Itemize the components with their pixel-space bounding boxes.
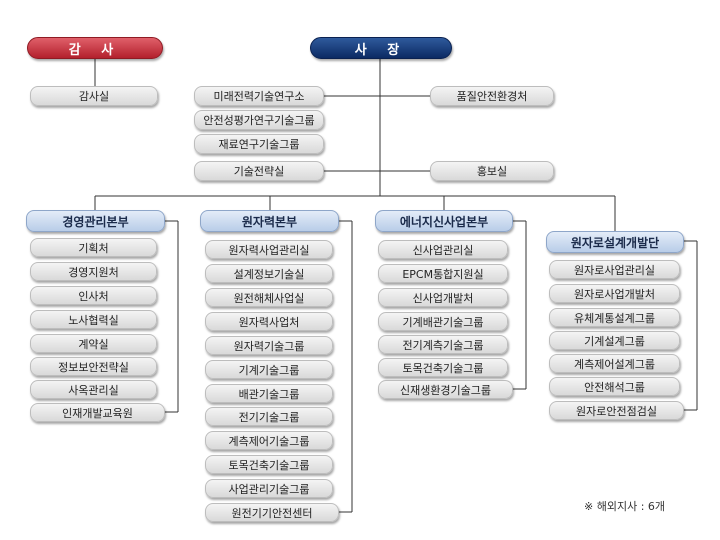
unit-box: 원자로안전점검실 <box>549 401 684 420</box>
unit-box: 신사업개발처 <box>378 288 508 307</box>
unit-box: 전기기술그룹 <box>205 407 333 426</box>
unit-box: 기획처 <box>30 238 157 257</box>
material-research-group-box: 재료연구기술그룹 <box>194 134 324 154</box>
unit-box: 인재개발교육원 <box>30 403 165 422</box>
unit-box: 안전해석그룹 <box>549 377 680 396</box>
unit-box: 원자로사업개발처 <box>549 284 680 303</box>
unit-box: 원자로사업관리실 <box>549 260 680 279</box>
unit-box: 사옥관리실 <box>30 380 157 399</box>
unit-box: EPCM통합지원실 <box>378 264 508 283</box>
unit-box: 신재생환경기술그룹 <box>378 380 513 399</box>
unit-box: 신사업관리실 <box>378 240 508 259</box>
unit-box: 배관기술그룹 <box>205 384 333 403</box>
division-header: 경영관리본부 <box>26 210 165 232</box>
auditor-box: 감 사 <box>27 37 163 59</box>
unit-box: 전기계측기술그룹 <box>378 335 508 354</box>
unit-box: 원전기기안전센터 <box>205 503 339 522</box>
safety-research-group-box: 안전성평가연구기술그룹 <box>194 110 324 130</box>
unit-box: 기계배관기술그룹 <box>378 312 508 331</box>
overseas-branch-note: ※ 해외지사 : 6개 <box>584 500 666 513</box>
unit-box: 계측제어설계그룹 <box>549 354 680 373</box>
unit-box: 원전해체사업실 <box>205 288 333 307</box>
unit-box: 경영지원처 <box>30 262 157 281</box>
unit-box: 노사협력실 <box>30 310 157 329</box>
president-box: 사 장 <box>310 37 452 59</box>
unit-box: 인사처 <box>30 286 157 305</box>
unit-box: 계약실 <box>30 334 157 353</box>
unit-box: 사업관리기술그룹 <box>205 479 333 498</box>
unit-box: 원자력기술그룹 <box>205 336 333 355</box>
tech-strategy-box: 기술전략실 <box>194 161 324 181</box>
unit-box: 계측제어기술그룹 <box>205 431 333 450</box>
unit-box: 토목건축기술그룹 <box>205 455 333 474</box>
unit-box: 원자력사업처 <box>205 312 333 331</box>
unit-box: 정보보안전략실 <box>30 357 157 376</box>
unit-box: 기계기술그룹 <box>205 360 333 379</box>
unit-box: 원자력사업관리실 <box>205 240 333 259</box>
division-header: 원자로설계개발단 <box>546 231 684 253</box>
unit-box: 유체계통설계그룹 <box>549 308 680 327</box>
division-header: 원자력본부 <box>200 210 339 232</box>
quality-safety-box: 품질안전환경처 <box>430 86 554 106</box>
unit-box: 기계설계그룹 <box>549 331 680 350</box>
unit-box: 토목건축기술그룹 <box>378 358 508 377</box>
unit-box: 설계정보기술실 <box>205 264 333 283</box>
research-institute-box: 미래전력기술연구소 <box>194 86 324 106</box>
pr-office-box: 홍보실 <box>430 161 554 181</box>
division-header: 에너지신사업본부 <box>375 210 513 232</box>
audit-office-box: 감사실 <box>30 86 158 106</box>
